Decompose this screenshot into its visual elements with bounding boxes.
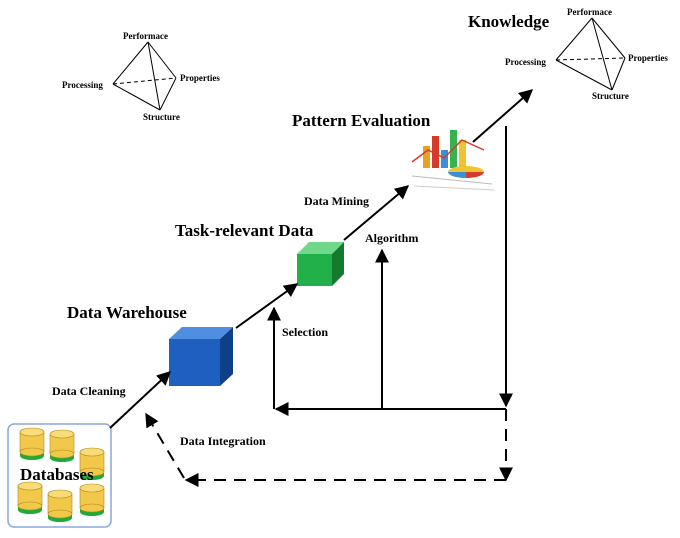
database-cylinder-icon [17,481,43,514]
databases-panel: Databases [7,423,112,528]
arrow-task-to-pattern [343,185,410,241]
arrow-warehouse-to-task [235,283,299,329]
tetra-right-top-label: Performace [567,7,612,17]
tetrahedron-right: Performace Processing Properties Structu… [505,7,668,101]
database-cylinder-icon [79,447,105,480]
chart-analytics-icon [411,130,495,191]
data-warehouse-cube [169,327,233,386]
algorithm-label: Algorithm [365,231,418,245]
tetra-right-left-label: Processing [505,57,546,67]
pattern-evaluation-label: Pattern Evaluation [292,111,431,130]
tetra-right-bottom-label: Structure [592,91,629,101]
tetra-left-top-label: Performace [123,31,168,41]
task-relevant-data-cube [297,242,344,286]
data-integration-label: Data Integration [180,434,266,448]
selection-label: Selection [282,325,328,339]
task-relevant-data-label: Task-relevant Data [175,221,314,240]
database-cylinder-icon [49,429,75,462]
database-cylinder-icon [47,489,73,522]
database-cylinder-icon [19,427,45,460]
data-mining-label: Data Mining [304,194,369,208]
tetra-left-left-label: Processing [62,80,103,90]
database-cylinder-icon [79,483,105,516]
tetrahedron-left: Performace Processing Properties Structu… [62,31,220,122]
databases-label: Databases [20,465,94,484]
tetra-left-right-label: Properties [180,73,220,83]
tetra-right-right-label: Properties [628,53,668,63]
knowledge-label: Knowledge [468,12,550,31]
data-cleaning-label: Data Cleaning [52,384,126,398]
data-warehouse-label: Data Warehouse [67,303,187,322]
arrow-databases-to-warehouse [109,371,172,429]
dashed-diagonal-line [145,412,185,479]
arrow-pattern-to-knowledge [472,89,534,143]
tetra-left-bottom-label: Structure [143,112,180,122]
